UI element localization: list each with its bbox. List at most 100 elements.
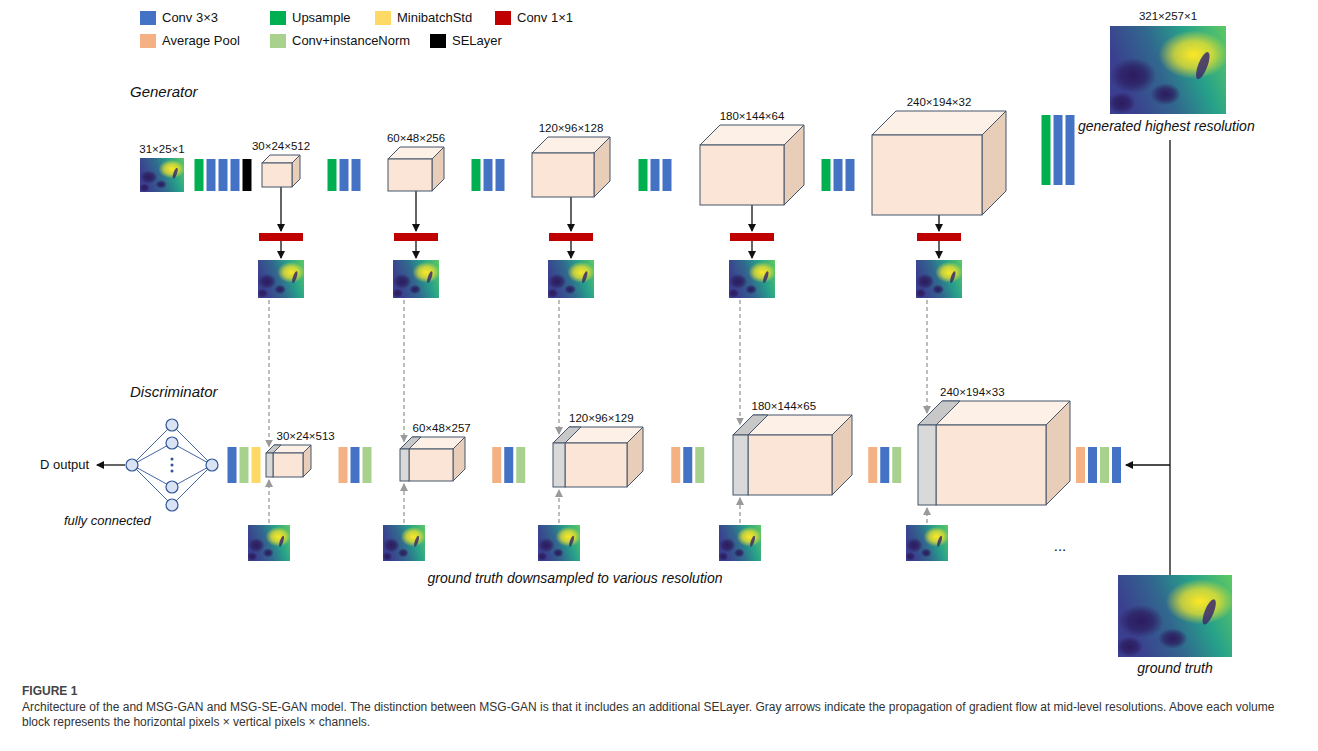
conv1x1-bar bbox=[549, 233, 593, 241]
section-title: Generator bbox=[130, 84, 198, 100]
layer-bar bbox=[1112, 447, 1121, 483]
flow-arrow bbox=[751, 241, 752, 258]
conv1x1-bar bbox=[730, 233, 774, 241]
layer-bar bbox=[496, 159, 505, 191]
image-caption: ground truth downsampled to various reso… bbox=[428, 570, 723, 586]
block-front bbox=[532, 153, 594, 197]
layer-bar bbox=[1100, 447, 1109, 483]
generator-block: 30×24×512 bbox=[262, 155, 300, 187]
flow-arrow bbox=[938, 241, 939, 258]
layer-bar bbox=[868, 447, 877, 483]
gradient-arrow bbox=[268, 300, 269, 447]
flow-arrow bbox=[280, 187, 281, 231]
block-side bbox=[1046, 401, 1070, 505]
layer-bar bbox=[663, 159, 672, 191]
block-front bbox=[565, 443, 627, 487]
volume-block bbox=[733, 415, 852, 495]
flow-arrow bbox=[570, 241, 571, 258]
block-side bbox=[432, 147, 444, 191]
layer-bar bbox=[846, 159, 855, 191]
layer-bar bbox=[880, 447, 889, 483]
layer-bar bbox=[1042, 115, 1051, 185]
concat-strip-top bbox=[266, 445, 281, 453]
block-top bbox=[733, 415, 852, 435]
layer-bar bbox=[516, 447, 525, 483]
layer-bar bbox=[243, 159, 252, 191]
concat-strip bbox=[733, 435, 748, 495]
layer-bar bbox=[231, 159, 240, 191]
generator-block: 180×144×64 bbox=[700, 125, 804, 205]
gradient-arrow bbox=[558, 490, 559, 523]
generator-block: 240×194×32 bbox=[872, 111, 1006, 215]
block-side bbox=[784, 125, 804, 205]
layer-bar bbox=[671, 447, 680, 483]
layer-bar bbox=[492, 447, 501, 483]
heatmap-image bbox=[392, 260, 440, 298]
heatmap-image bbox=[1116, 575, 1235, 657]
heatmap-image bbox=[139, 158, 185, 192]
ellipsis-dot bbox=[171, 470, 174, 473]
layer-bar bbox=[822, 159, 831, 191]
concat-strip bbox=[918, 425, 936, 505]
block-front bbox=[262, 163, 292, 187]
legend-text: SELayer bbox=[452, 33, 502, 49]
flow-arrow bbox=[570, 197, 571, 231]
block-side bbox=[292, 155, 300, 187]
layer-bar bbox=[834, 159, 843, 191]
block-front bbox=[748, 435, 832, 495]
concat-strip-top bbox=[553, 427, 581, 443]
legend-swatch bbox=[140, 34, 156, 48]
network-label: fully connected bbox=[64, 513, 151, 529]
discriminator-block: 120×96×129 bbox=[553, 427, 643, 487]
conv1x1-bar bbox=[394, 233, 438, 241]
legend-swatch bbox=[375, 11, 391, 25]
legend-text: Average Pool bbox=[162, 33, 240, 49]
layer-bar bbox=[363, 447, 372, 483]
volume-block bbox=[553, 427, 643, 487]
flow-arrow bbox=[1126, 464, 1170, 465]
heatmap-image bbox=[537, 525, 581, 561]
layer-bar bbox=[1066, 115, 1075, 185]
gradient-arrow bbox=[739, 498, 740, 523]
figure-number: FIGURE 1 bbox=[22, 683, 77, 699]
heatmap-image bbox=[257, 260, 305, 298]
layer-bar bbox=[1076, 447, 1085, 483]
legend-swatch bbox=[270, 34, 286, 48]
layer-bar bbox=[328, 159, 337, 191]
fc-link bbox=[132, 465, 172, 487]
layer-bar bbox=[639, 159, 648, 191]
discriminator-block: 240×194×33 bbox=[918, 401, 1070, 505]
gradient-arrow bbox=[926, 508, 927, 523]
flow-arrow bbox=[97, 464, 125, 465]
ellipsis-dot bbox=[171, 464, 174, 467]
legend-swatch bbox=[140, 11, 156, 25]
concat-strip-top bbox=[733, 415, 768, 435]
heatmap-image bbox=[382, 525, 426, 561]
legend-item: Conv 3×3 bbox=[140, 10, 218, 26]
gradient-arrow bbox=[926, 300, 927, 413]
ellipsis-dot bbox=[171, 458, 174, 461]
concat-strip bbox=[266, 453, 273, 477]
fc-neuron bbox=[166, 419, 178, 431]
fc-link bbox=[132, 443, 172, 465]
block-side bbox=[982, 111, 1006, 215]
gradient-arrow bbox=[268, 480, 269, 523]
generator-block: 60×48×256 bbox=[388, 147, 444, 191]
dimension-label: 240×194×33 bbox=[940, 385, 1005, 401]
heatmap-image bbox=[247, 525, 291, 561]
fc-neuron bbox=[126, 459, 138, 471]
block-side bbox=[303, 445, 311, 477]
gradient-arrow bbox=[558, 300, 559, 434]
dimension-label: 180×144×64 bbox=[720, 109, 785, 125]
concat-strip-top bbox=[918, 401, 960, 425]
ellipsis: ... bbox=[1054, 538, 1067, 554]
legend-swatch bbox=[270, 11, 286, 25]
layer-bar bbox=[1054, 115, 1063, 185]
generator-block: 120×96×128 bbox=[532, 137, 610, 197]
dimension-label: 240×194×32 bbox=[907, 95, 972, 111]
dimension-label: 60×48×256 bbox=[387, 131, 445, 147]
layer-bar bbox=[352, 159, 361, 191]
volume-block bbox=[266, 445, 311, 477]
layer-bar bbox=[252, 447, 261, 483]
